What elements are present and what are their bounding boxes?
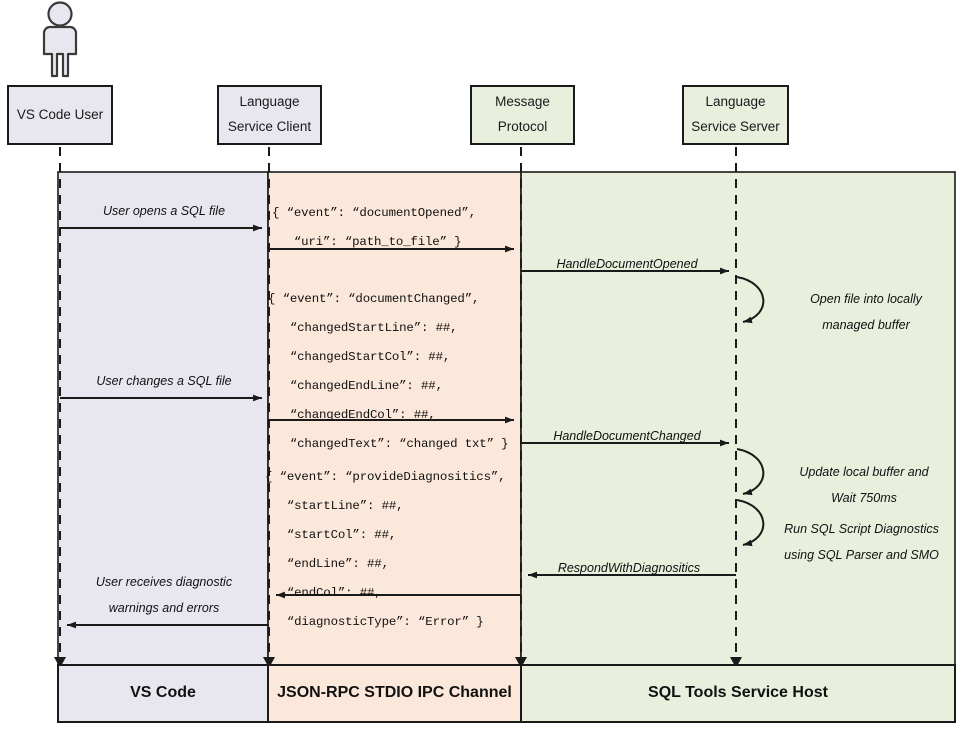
self-loop-run-diagnostics <box>736 499 765 547</box>
participant-label-language-service-server: Language Service Server <box>691 94 780 134</box>
lifeline-terminators <box>54 657 742 668</box>
note-open-file-into-buffer: Open file into locally managed buffer <box>810 292 922 333</box>
participant-box-vs-code-user <box>7 85 113 145</box>
json-payload-document-opened: { “event”: “documentOpened”, “uri”: “pat… <box>272 206 476 249</box>
participant-label-message-protocol: Message Protocol <box>495 94 550 134</box>
participant-label-language-service-client: Language Service Client <box>227 94 312 134</box>
footer-label-service-host: SQL Tools Service Host <box>648 684 828 701</box>
band-ipc <box>267 171 522 666</box>
note-run-sql-diagnostics: Run SQL Script Diagnostics using SQL Par… <box>784 522 939 563</box>
self-loop-update-buffer <box>736 448 765 496</box>
message-label-user-opens-file: User opens a SQL file <box>102 204 226 218</box>
footer-label-vs-code: VS Code <box>130 684 196 701</box>
footer-box-service-host <box>520 664 956 723</box>
participant-label-vs-code-user: VS Code User <box>16 107 104 122</box>
participant-box-message-protocol <box>470 85 575 145</box>
band-service-host <box>520 171 956 666</box>
message-label-handle-document-opened: HandleDocumentOpened <box>556 257 698 271</box>
participant-box-language-service-server <box>682 85 789 145</box>
person-icon <box>42 1 78 78</box>
message-label-user-changes-file: User changes a SQL file <box>96 374 232 388</box>
message-label-handle-document-changed: HandleDocumentChanged <box>553 429 701 443</box>
json-payload-provide-diagnostics: { “event”: “provideDiagnositics”, “start… <box>265 470 506 629</box>
message-label-user-receives-diagnostics: User receives diagnostic warnings and er… <box>95 575 233 616</box>
message-label-respond-with-diagnostics: RespondWithDiagnositics <box>557 561 701 575</box>
footer-box-ipc-channel <box>267 664 522 723</box>
note-update-buffer-wait: Update local buffer and Wait 750ms <box>799 465 929 506</box>
json-payload-document-changed: { “event”: “documentChanged”, “changedSt… <box>268 292 509 451</box>
footer-label-ipc-channel: JSON-RPC STDIO IPC Channel <box>277 684 512 701</box>
band-vs-code <box>57 171 269 666</box>
self-loop-open-file <box>736 276 765 324</box>
participant-box-language-service-client <box>217 85 322 145</box>
